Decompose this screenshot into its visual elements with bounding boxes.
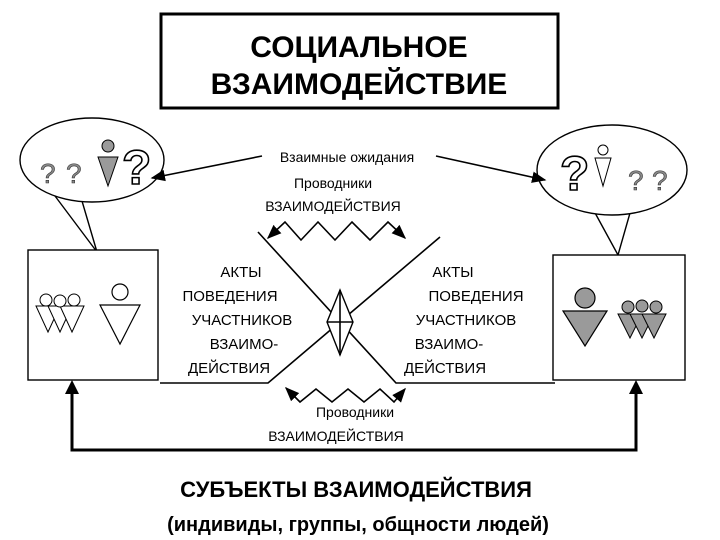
conductors-top-line-2: ВЗАИМОДЕЙСТВИЯ (265, 197, 401, 214)
left-small-question-mark-2: ? (66, 158, 82, 189)
subjects-title: СУБЪЕКТЫ ВЗАИМОДЕЙСТВИЯ (180, 477, 532, 502)
person-head (111, 283, 129, 301)
person-body (561, 310, 609, 348)
left-bubble-ellipse (19, 117, 165, 203)
person-body (641, 313, 667, 340)
acts-left-text: АКТЫ ПОВЕДЕНИЯ УЧАСТНИКОВ ВЗАИМО- ДЕЙСТВ… (182, 264, 292, 377)
right-subject-box (552, 254, 686, 381)
left-group-icon (35, 293, 85, 334)
person-head (635, 299, 649, 313)
person-head (574, 287, 596, 309)
right-bubble-person-icon (594, 144, 612, 188)
right-small-question-mark-2: ? (652, 165, 668, 196)
left-small-question-mark-1: ? (40, 158, 56, 189)
acts-right-text: АКТЫ ПОВЕДЕНИЯ УЧАСТНИКОВ ВЗАИМО- ДЕЙСТВ… (404, 264, 524, 377)
connector-arrowhead-right (629, 380, 643, 394)
conductors-bottom-line-2: ВЗАИМОДЕЙСТВИЯ (268, 427, 404, 444)
right-individual-icon (561, 287, 609, 348)
acts-left-line-5: ДЕЙСТВИЯ (188, 359, 270, 377)
acts-left-line-3: УЧАСТНИКОВ (192, 312, 293, 329)
title-line-2: ВЗАИМОДЕЙСТВИЕ (211, 67, 508, 101)
acts-right-line-5: ДЕЙСТВИЯ (404, 359, 486, 377)
connector-line (70, 390, 638, 452)
conductors-bottom-zigzag (284, 386, 406, 404)
person-head (39, 293, 53, 307)
acts-left-line-1: АКТЫ (220, 264, 261, 281)
left-thought-bubble: ? ? ? (19, 117, 165, 253)
person-head (597, 144, 609, 156)
title-line-1: СОЦИАЛЬНОЕ (250, 31, 467, 64)
conductors-top-zigzag (266, 220, 407, 242)
left-individual-icon (99, 283, 141, 346)
acts-right-line-2: ПОВЕДЕНИЯ (428, 288, 523, 305)
right-group-icon (617, 299, 667, 340)
person-head (67, 293, 81, 307)
conductors-top-line-1: Проводники (294, 175, 372, 191)
title-box: СОЦИАЛЬНОЕ ВЗАИМОДЕЙСТВИЕ (159, 12, 560, 110)
right-big-question-mark: ? (560, 148, 589, 201)
person-head (649, 300, 663, 314)
acts-right-line-1: АКТЫ (432, 264, 473, 281)
person-body (97, 156, 119, 188)
acts-left-line-2: ПОВЕДЕНИЯ (182, 288, 277, 305)
subjects-connector-arrow (65, 380, 643, 452)
expectations-arrow-left (150, 155, 263, 182)
expectations-arrow-right (435, 155, 547, 183)
left-big-question-mark: ? (122, 142, 151, 195)
right-bubble-ellipse (536, 124, 688, 216)
cross-line-right-to-left (160, 236, 441, 384)
left-bubble-tail (53, 194, 98, 253)
conductors-bottom-line-1: Проводники (316, 404, 394, 420)
central-diamond (326, 288, 354, 357)
right-bubble-tail (592, 210, 631, 257)
right-thought-bubble: ? ? ? (536, 124, 688, 257)
acts-right-line-3: УЧАСТНИКОВ (416, 312, 517, 329)
connector-arrowhead-left (65, 380, 79, 394)
subjects-subtitle: (индивиды, группы, общности людей) (167, 514, 549, 536)
left-subject-box (27, 249, 159, 381)
acts-left-line-4: ВЗАИМО- (210, 336, 279, 353)
left-bubble-person-icon (97, 139, 119, 188)
person-head (621, 300, 635, 314)
person-head (101, 139, 115, 153)
person-head (53, 294, 67, 308)
person-body (594, 157, 612, 188)
acts-right-line-4: ВЗАИМО- (415, 336, 484, 353)
title-frame (159, 12, 560, 110)
expectations-label: Взаимные ожидания (280, 149, 414, 165)
person-body (99, 304, 141, 346)
right-small-question-mark-1: ? (628, 165, 644, 196)
cross-line-left-to-right (257, 231, 555, 384)
